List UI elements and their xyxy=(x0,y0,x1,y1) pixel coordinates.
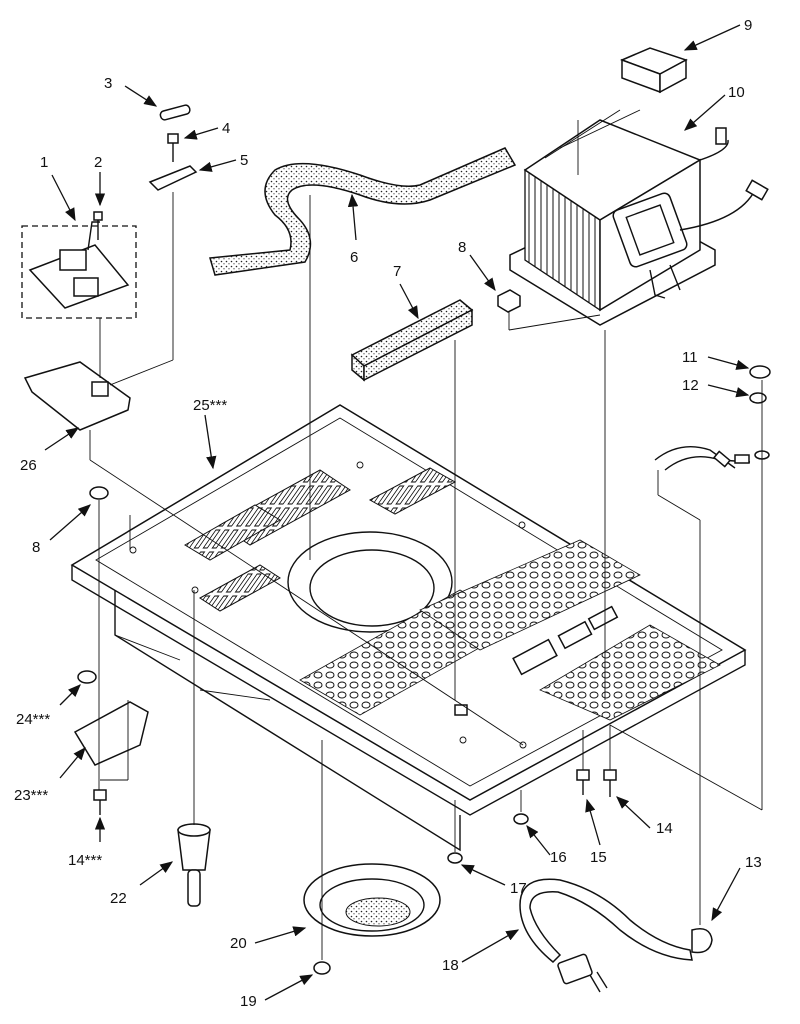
screw-14-left xyxy=(93,789,107,815)
washer xyxy=(749,392,767,404)
callout-14-left: 14*** xyxy=(68,852,102,869)
callout-26: 26 xyxy=(20,457,37,474)
callout-15: 15 xyxy=(590,849,607,866)
base-plate xyxy=(70,404,747,852)
callout-11: 11 xyxy=(682,349,698,366)
callout-9: 9 xyxy=(744,17,752,34)
callout-3: 3 xyxy=(104,75,112,92)
callout-23: 23*** xyxy=(14,787,48,804)
callout-19: 19 xyxy=(240,993,257,1010)
grommet xyxy=(691,928,713,954)
fan-guard xyxy=(303,863,441,937)
nut-8-left xyxy=(89,486,109,500)
callout-1: 1 xyxy=(40,154,48,171)
callout-2: 2 xyxy=(94,154,102,171)
screw-14-right xyxy=(603,769,617,797)
callout-17: 17 xyxy=(510,880,527,897)
screw-4 xyxy=(167,133,179,162)
assembly-lines xyxy=(89,120,763,960)
power-cord xyxy=(519,878,693,993)
callout-22: 22 xyxy=(110,890,127,907)
fuse xyxy=(159,104,191,121)
foot-bracket xyxy=(73,701,149,766)
fuse-holder xyxy=(148,165,198,191)
foot-washer xyxy=(77,670,97,684)
screw-19 xyxy=(313,961,331,975)
nut xyxy=(749,365,771,379)
callout-8-left: 8 xyxy=(32,539,40,556)
screw-15 xyxy=(576,769,590,795)
screw-16 xyxy=(513,813,529,825)
callout-13: 13 xyxy=(745,854,762,871)
callout-7: 7 xyxy=(393,263,401,280)
callout-labels: 1 2 3 4 5 6 7 8 8 9 10 11 12 13 14 14***… xyxy=(14,17,762,1010)
foam-strip-curved xyxy=(209,147,517,276)
foam-strip-straight xyxy=(350,299,474,382)
callout-18: 18 xyxy=(442,957,459,974)
callout-10: 10 xyxy=(728,84,745,101)
callout-16: 16 xyxy=(550,849,567,866)
nut-8-right xyxy=(497,289,521,313)
transformer xyxy=(509,109,769,326)
callout-14-right: 14 xyxy=(656,820,673,837)
callout-5: 5 xyxy=(240,152,248,169)
callout-4: 4 xyxy=(222,120,230,137)
callout-12: 12 xyxy=(682,377,699,394)
block xyxy=(619,47,688,94)
callout-8-right: 8 xyxy=(458,239,466,256)
callout-6: 6 xyxy=(350,249,358,266)
foot xyxy=(177,823,211,907)
callout-25: 25*** xyxy=(193,397,227,414)
callout-20: 20 xyxy=(230,935,247,952)
callout-24: 24*** xyxy=(16,711,50,728)
callout-arrows xyxy=(44,24,750,1001)
screw-17 xyxy=(447,852,463,864)
bracket xyxy=(23,361,131,431)
control-board xyxy=(21,221,137,319)
screw xyxy=(93,211,103,240)
